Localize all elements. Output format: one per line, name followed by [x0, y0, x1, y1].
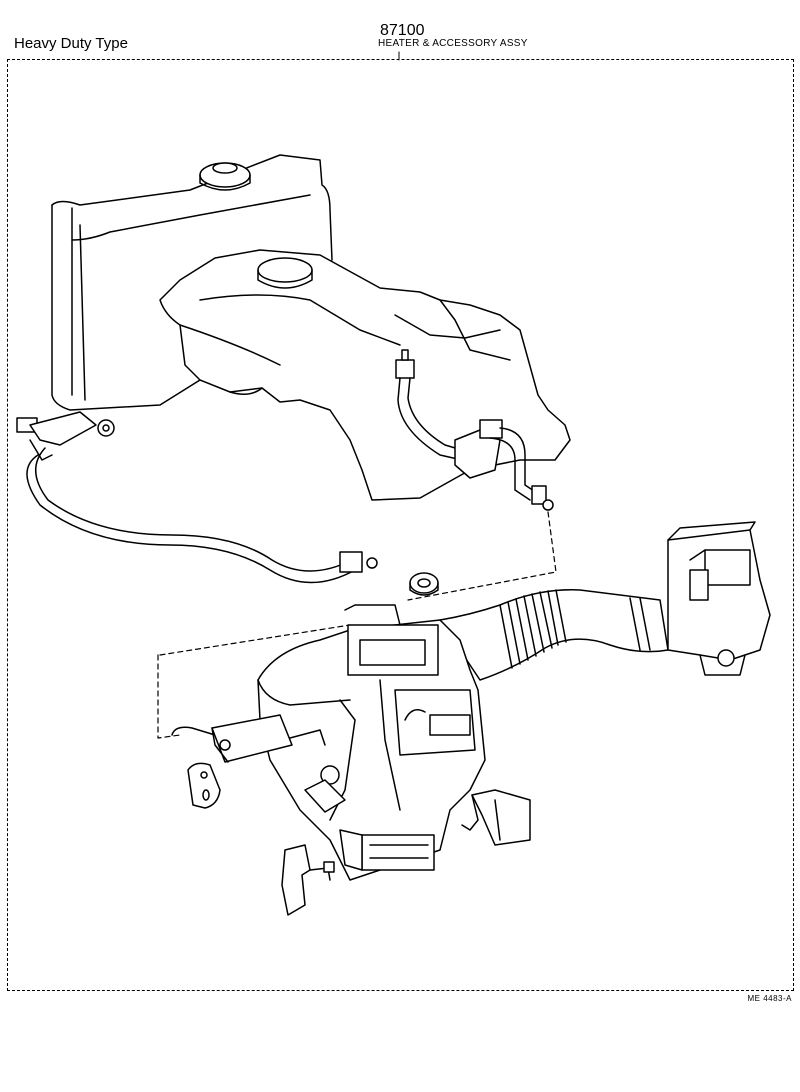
- locator-line-right: [407, 511, 557, 601]
- engine-outlet-fitting: [16, 411, 115, 461]
- reference-code: ME 4483-A: [747, 994, 792, 1003]
- diagram-frame: [7, 59, 794, 991]
- variant-label: Heavy Duty Type: [14, 35, 128, 52]
- control-lever: [171, 714, 346, 813]
- heater-hose-left: [26, 447, 378, 584]
- water-valve-pipe: [395, 349, 554, 511]
- engine-block: [159, 249, 571, 501]
- air-duct-hose: [439, 589, 669, 681]
- radiator-cap: [199, 162, 251, 191]
- assembly-name: HEATER & ACCESSORY ASSY: [378, 38, 528, 49]
- mounting-clip: [187, 762, 221, 809]
- grommet: [409, 572, 439, 596]
- part-number: 87100: [380, 22, 425, 39]
- mounting-bracket-right: [461, 789, 531, 846]
- locator-line-top: [159, 624, 351, 656]
- locator-line-left: [157, 654, 181, 739]
- radiator: [51, 154, 333, 411]
- oil-filler-cap: [257, 257, 313, 289]
- heater-case: [257, 604, 486, 881]
- blower-unit: [667, 521, 771, 676]
- mounting-bracket-left: [281, 844, 335, 916]
